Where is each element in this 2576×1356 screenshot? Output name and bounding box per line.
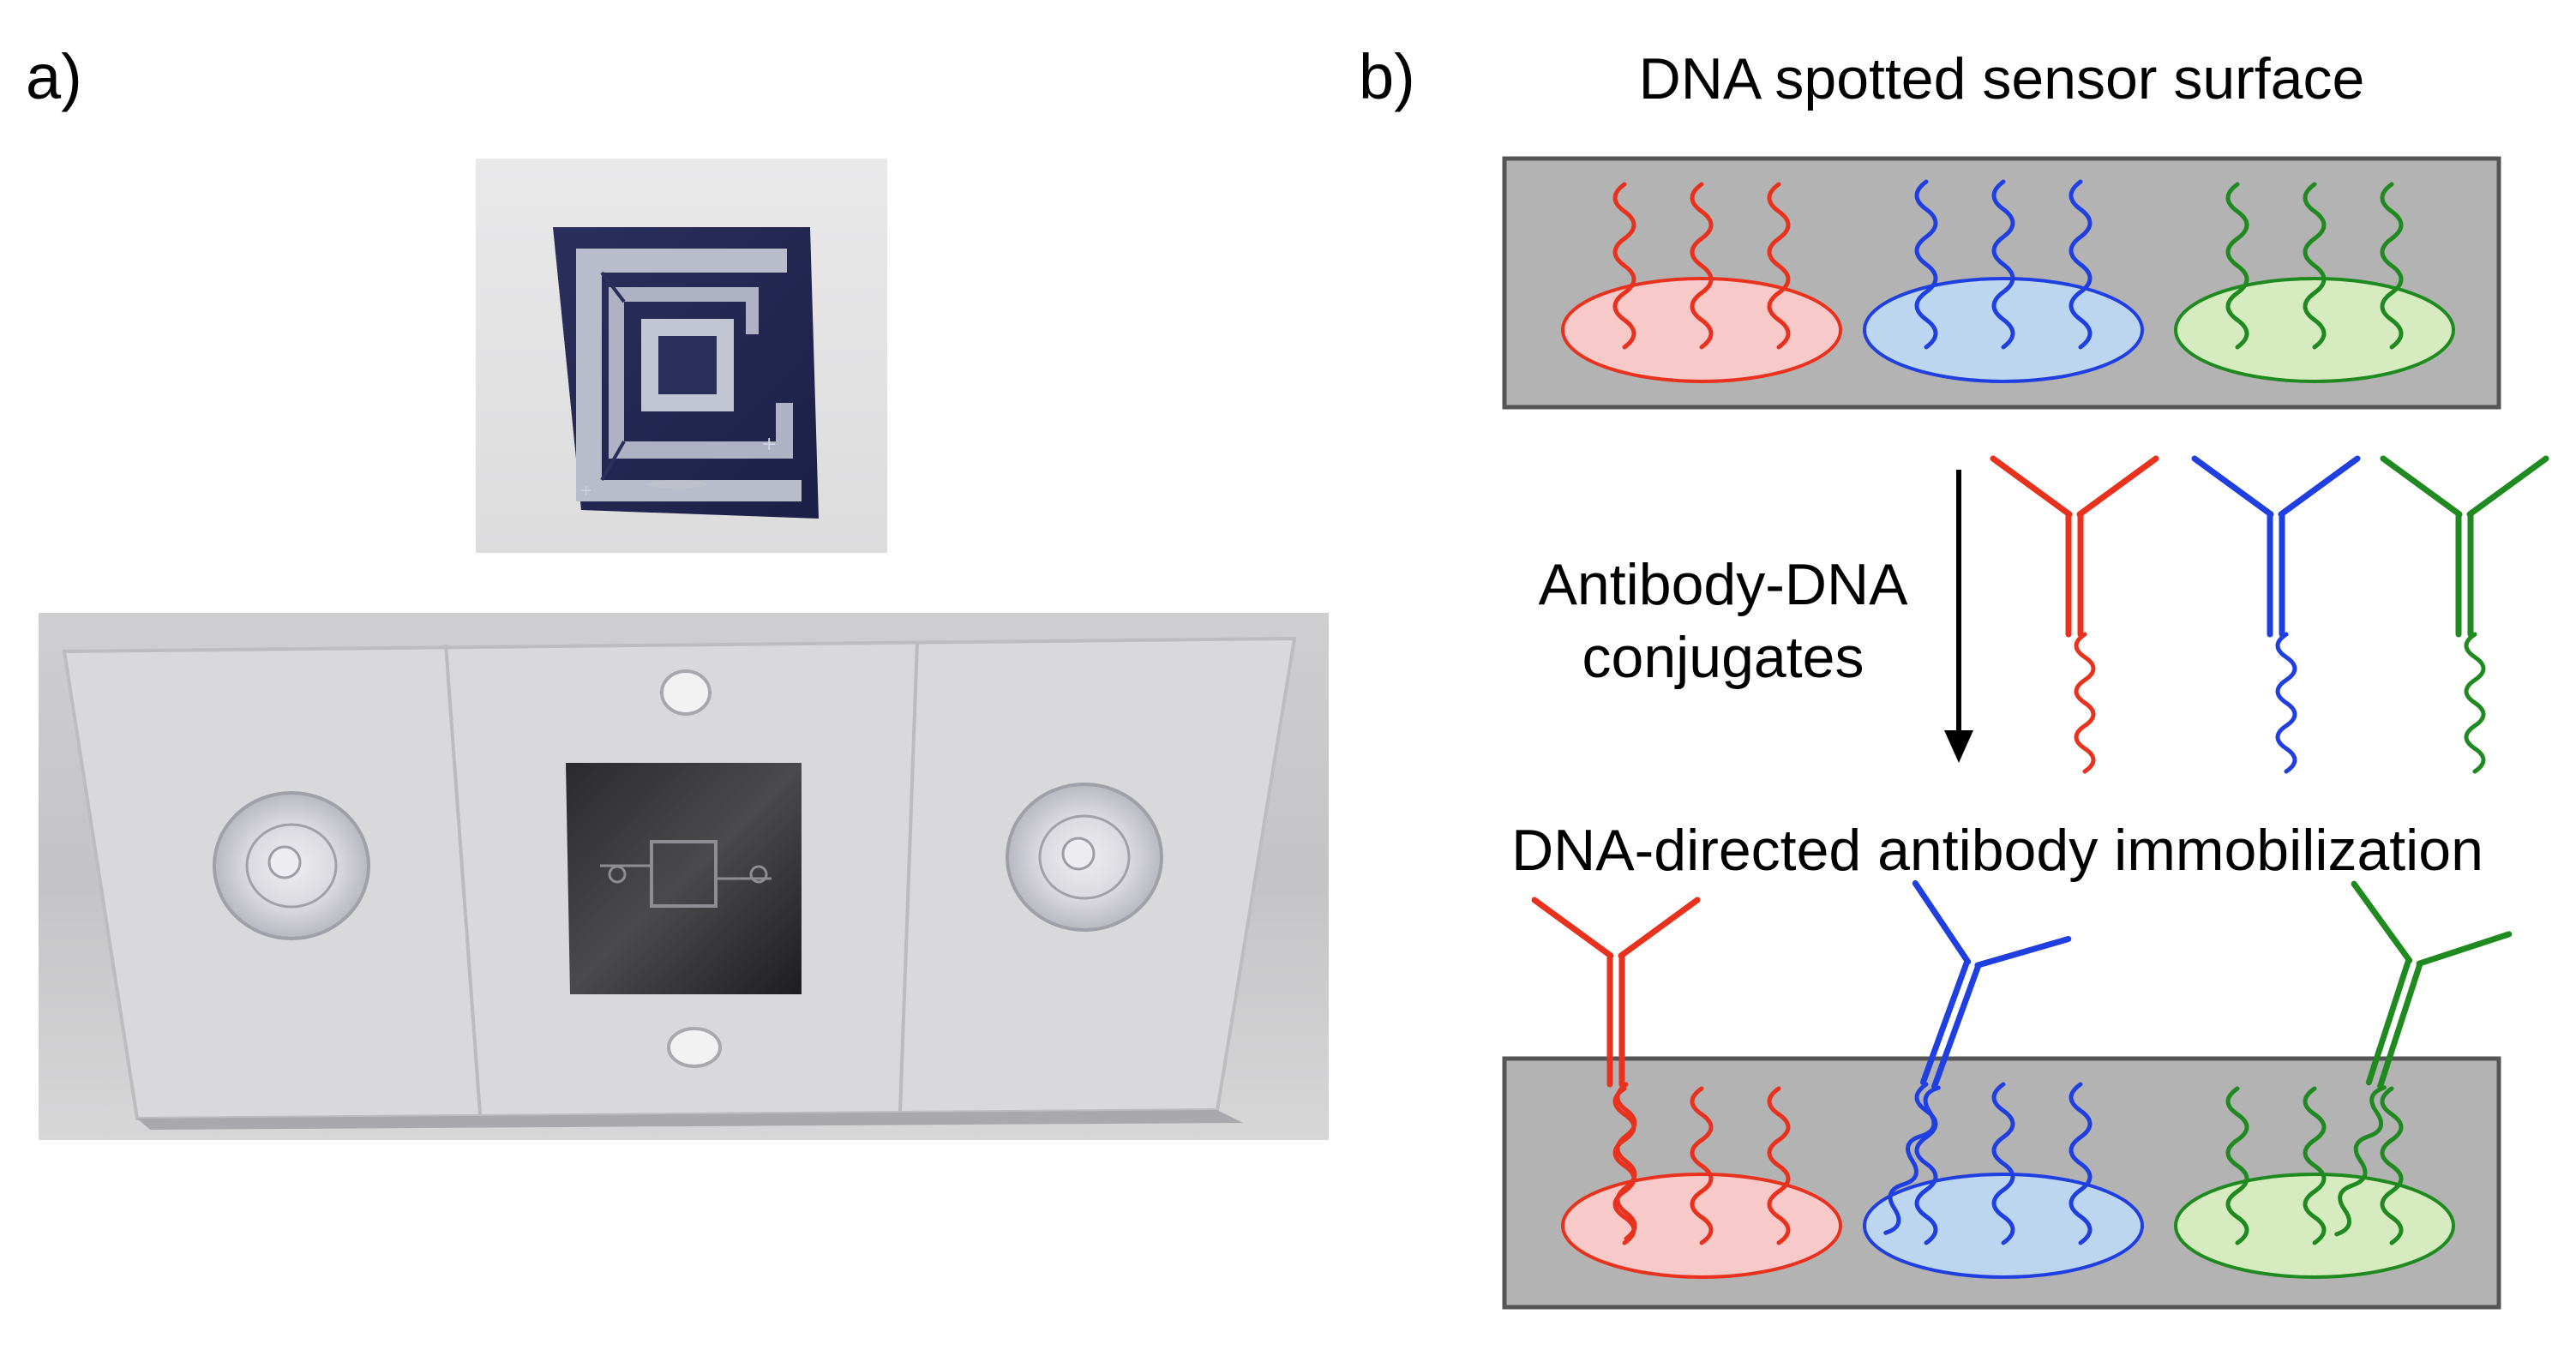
conjugate-red-dna-tail <box>2074 632 2096 774</box>
conjugate-red <box>1990 455 2159 774</box>
conjugate-green-arm-left <box>2380 455 2463 518</box>
mounted-chip <box>566 763 802 994</box>
dna-strand-green-bottom-1 <box>2225 1086 2249 1245</box>
bound-antibody-green-arm-right <box>2416 931 2513 967</box>
conjugate-blue-dna-tail <box>2275 632 2297 774</box>
conjugate-red-arm-left <box>1990 455 2073 518</box>
bound-antibody-red-arm-left <box>1531 897 1614 959</box>
dna-strand-red-2 <box>1690 182 1714 350</box>
bound-antibody-blue-arm-right <box>1974 935 2072 969</box>
bound-antibody-blue <box>1883 879 2072 1235</box>
dna-strand-green-3 <box>2380 182 2404 350</box>
suction-cup-left <box>213 791 370 940</box>
conjugate-green <box>2380 455 2549 774</box>
bound-antibody-red-arm-right <box>1618 897 1701 959</box>
arrow-label-line1: Antibody-DNA <box>1539 552 1908 617</box>
sensor-surface-bottom <box>1502 1056 2501 1310</box>
panel-a: a) + + <box>26 41 1329 1140</box>
dna-strand-red-bottom-3 <box>1767 1086 1791 1245</box>
dna-strand-red-1 <box>1612 182 1636 350</box>
conjugate-blue <box>2191 455 2361 774</box>
bound-antibody-green-dna-tail <box>2334 1085 2387 1237</box>
dna-strand-blue-bottom-1 <box>1914 1082 1938 1245</box>
dna-strand-red-bottom-2 <box>1690 1086 1714 1245</box>
dna-strand-blue-2 <box>1991 179 2015 350</box>
dna-strands-bottom <box>1612 1082 2404 1245</box>
conjugate-blue-arm-left <box>2191 455 2274 518</box>
dna-strand-green-1 <box>2225 182 2249 350</box>
svg-text:+: + <box>761 434 777 455</box>
dna-strand-blue-bottom-2 <box>1991 1082 2015 1245</box>
dna-strand-blue-bottom-3 <box>2069 1082 2093 1245</box>
bound-antibody-green <box>2334 880 2513 1237</box>
bottom-title: DNA-directed antibody immobilization <box>1511 818 2483 883</box>
reaction-arrow <box>1944 470 1973 763</box>
dna-strand-blue-1 <box>1914 179 1938 350</box>
panel-b: b) DNA spotted sensor surface Antibody-D… <box>1359 41 2549 1310</box>
conjugate-red-arm-right <box>2076 455 2159 518</box>
conjugate-green-dna-tail <box>2464 632 2486 774</box>
dna-strand-green-bottom-3 <box>2380 1086 2404 1245</box>
immobilized-antibodies <box>1531 879 2513 1241</box>
bound-antibody-red-dna-tail <box>1615 1082 1637 1241</box>
sensor-chip-photo: + + <box>476 159 887 553</box>
suction-cup-right <box>1006 783 1163 932</box>
dna-strand-red-3 <box>1767 182 1791 350</box>
dna-strand-red-bottom-1 <box>1612 1086 1636 1245</box>
conjugate-blue-arm-right <box>2278 455 2361 518</box>
sensor-surface-top <box>1502 156 2501 410</box>
arrow-label-line2: conjugates <box>1582 625 1864 690</box>
bound-antibody-green-stem-left <box>2365 957 2412 1086</box>
slide-holder-photo <box>39 613 1329 1140</box>
conjugate-green-arm-right <box>2466 455 2549 518</box>
dna-strand-green-2 <box>2303 182 2327 350</box>
bound-antibody-blue-dna-tail <box>1883 1085 1941 1235</box>
panel-b-label: b) <box>1359 41 1415 112</box>
dna-strand-blue-3 <box>2069 179 2093 350</box>
dna-strands-top <box>1612 179 2404 350</box>
top-title: DNA spotted sensor surface <box>1639 46 2365 111</box>
dna-strand-green-bottom-2 <box>2303 1086 2327 1245</box>
panel-a-label: a) <box>26 41 82 112</box>
antibody-dna-conjugates <box>1990 455 2549 774</box>
bound-antibody-blue-stem-left <box>1919 958 1971 1086</box>
bound-antibody-blue-stem-right <box>1931 962 1982 1089</box>
svg-text:+: + <box>579 482 592 500</box>
bound-antibody-green-stem-right <box>2377 961 2423 1089</box>
bound-antibody-green-arm-left <box>2351 880 2413 963</box>
bound-antibody-blue-arm-left <box>1912 879 1972 965</box>
bound-antibody-red <box>1531 897 1701 1241</box>
